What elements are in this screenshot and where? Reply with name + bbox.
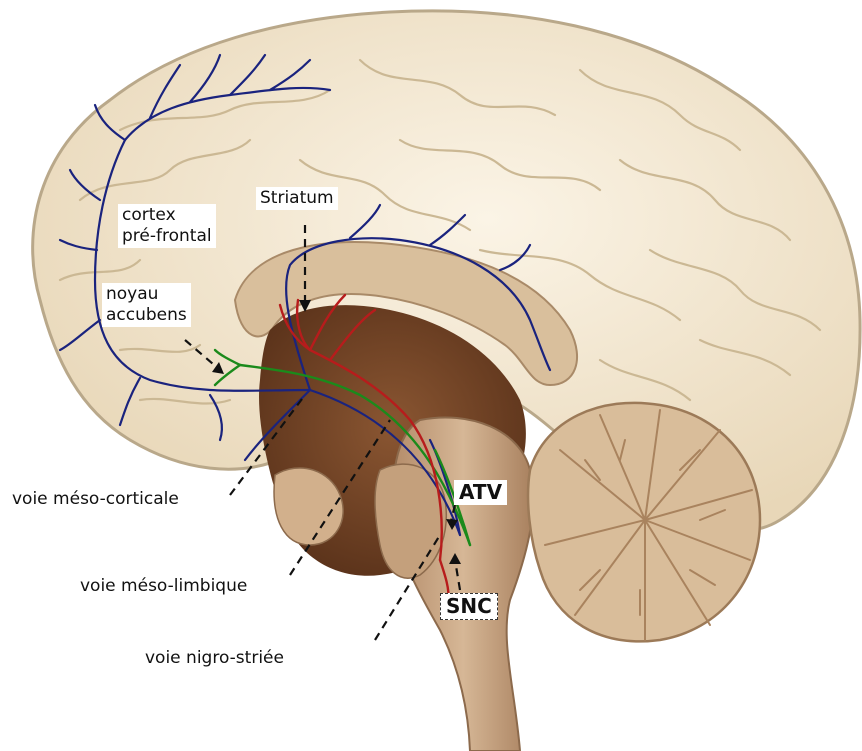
- label-voie-meso-corticale: voie méso-corticale: [12, 489, 179, 510]
- label-cortex-prefrontal: cortex pré-frontal: [118, 204, 216, 248]
- label-cortex-line1: cortex: [122, 205, 212, 226]
- label-noyau-line1: noyau: [106, 284, 187, 305]
- label-voie-meso-limbique: voie méso-limbique: [80, 576, 247, 597]
- label-atv: ATV: [454, 480, 507, 505]
- label-noyau-line2: accubens: [106, 305, 187, 326]
- label-striatum: Striatum: [256, 187, 338, 210]
- cerebellum: [528, 403, 760, 642]
- label-cortex-line2: pré-frontal: [122, 226, 212, 247]
- label-snc: SNC: [440, 593, 498, 620]
- label-voie-nigro-striee: voie nigro-striée: [145, 648, 284, 669]
- label-noyau-accubens: noyau accubens: [102, 283, 191, 327]
